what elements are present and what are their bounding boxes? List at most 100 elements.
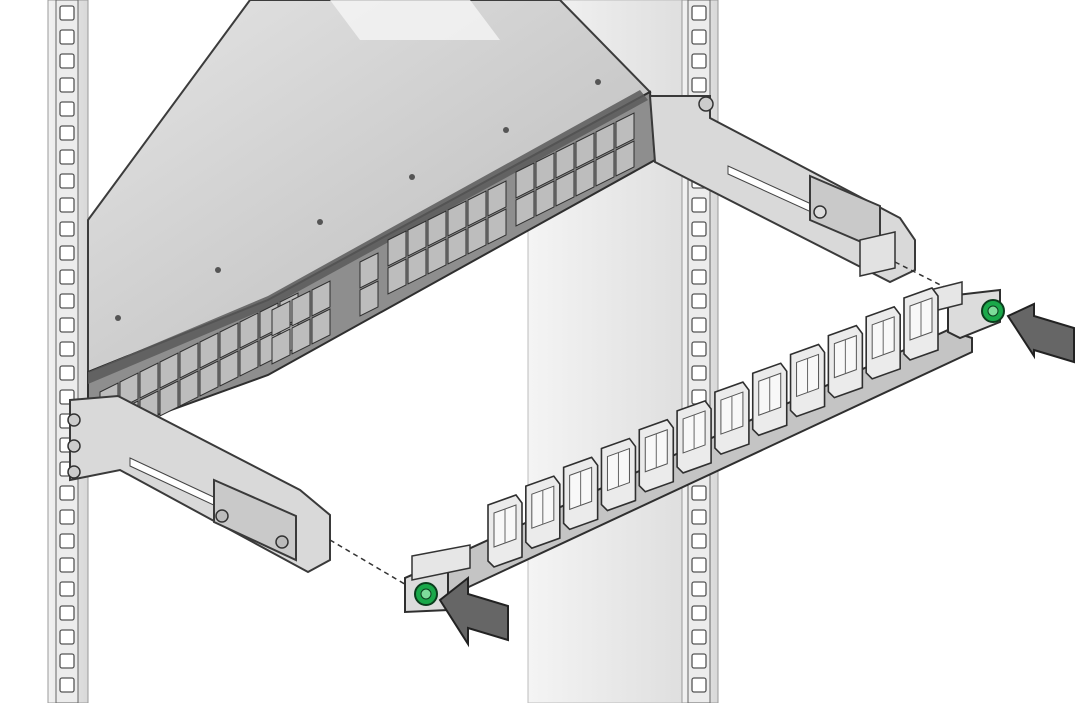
cable-clip [562,456,599,531]
port-cage [199,332,219,369]
port-cage [467,218,487,255]
rail-slot [59,485,75,501]
port-cage [219,350,239,387]
rail-slot [59,221,75,237]
rail-slot [691,221,707,237]
rail-slot [59,509,75,525]
rail-slot [691,485,707,501]
rail-slot [59,197,75,213]
rail-slot [59,5,75,21]
rail-slot [691,365,707,381]
port-cage [159,352,179,389]
rail-slot [691,197,707,213]
cable-clip [789,343,826,418]
port-cage [535,180,555,217]
port-group [387,180,507,295]
port-cage [291,290,311,327]
port-cage [427,210,447,247]
rail-slot [691,293,707,309]
rail-slot [59,533,75,549]
port-cage [535,152,555,189]
port-cage [595,122,615,159]
rail-slot [691,341,707,357]
rail-slot [59,629,75,645]
rail-slot [59,653,75,669]
left-rack-rail [47,0,89,703]
left-thumbscrew [414,582,438,606]
rail-slot [691,653,707,669]
rail-slot [59,581,75,597]
port-cage [159,380,179,417]
port-cage [407,248,427,285]
port-cage [615,112,635,149]
rail-slot [691,5,707,21]
port-cage [555,142,575,179]
port-cage [515,162,535,199]
left-insert-arrow [438,575,509,648]
port-group [271,280,331,365]
cable-clip [600,437,637,512]
rail-slot [691,317,707,333]
port-cage [179,370,199,407]
rail-slot [59,53,75,69]
rail-slot [59,293,75,309]
cable-clips [487,287,939,568]
port-cage [447,200,467,237]
rail-slot [691,77,707,93]
port-cage [575,160,595,197]
port-cage [359,280,379,317]
port-cage [271,300,291,337]
rail-slot [691,269,707,285]
port-cage [487,208,507,245]
port-cage [311,280,331,317]
cable-clip [487,494,523,568]
port-cage [311,308,331,345]
rail-slot [691,245,707,261]
port-cage [615,140,635,177]
port-cage [239,312,259,349]
port-cage [407,220,427,257]
rail-slot [691,605,707,621]
cable-clip [676,399,712,474]
rail-slot [59,149,75,165]
cable-clip [865,305,901,380]
port-cage [387,230,407,267]
rail-slot [691,29,707,45]
left-mounting-bracket [67,394,331,574]
rail-slot [691,677,707,693]
port-cage [139,362,159,399]
port-group [515,112,635,227]
cable-clip [525,475,561,550]
port-cage [575,132,595,169]
port-cage [595,150,615,187]
rail-slot [59,269,75,285]
port-cage [271,328,291,365]
right-insert-arrow [1006,302,1075,364]
port-cage [555,170,575,207]
rail-slot [59,173,75,189]
port-cage [219,322,239,359]
rail-slot [59,365,75,381]
rail-slot [59,245,75,261]
port-cage [291,318,311,355]
rail-slot [59,317,75,333]
rail-slot [59,77,75,93]
rail-slot [691,533,707,549]
rail-slot [691,581,707,597]
port-cage [447,228,467,265]
port-cage [179,342,199,379]
port-cage [427,238,447,275]
cable-clip [751,362,788,437]
rail-slot [691,557,707,573]
rail-slot [59,101,75,117]
right-mounting-bracket [648,95,916,284]
rail-slot [59,29,75,45]
rail-slot [59,605,75,621]
port-group [359,252,379,317]
port-cage [239,340,259,377]
rail-slot [59,677,75,693]
cable-clip [714,381,750,456]
port-cage [515,190,535,227]
